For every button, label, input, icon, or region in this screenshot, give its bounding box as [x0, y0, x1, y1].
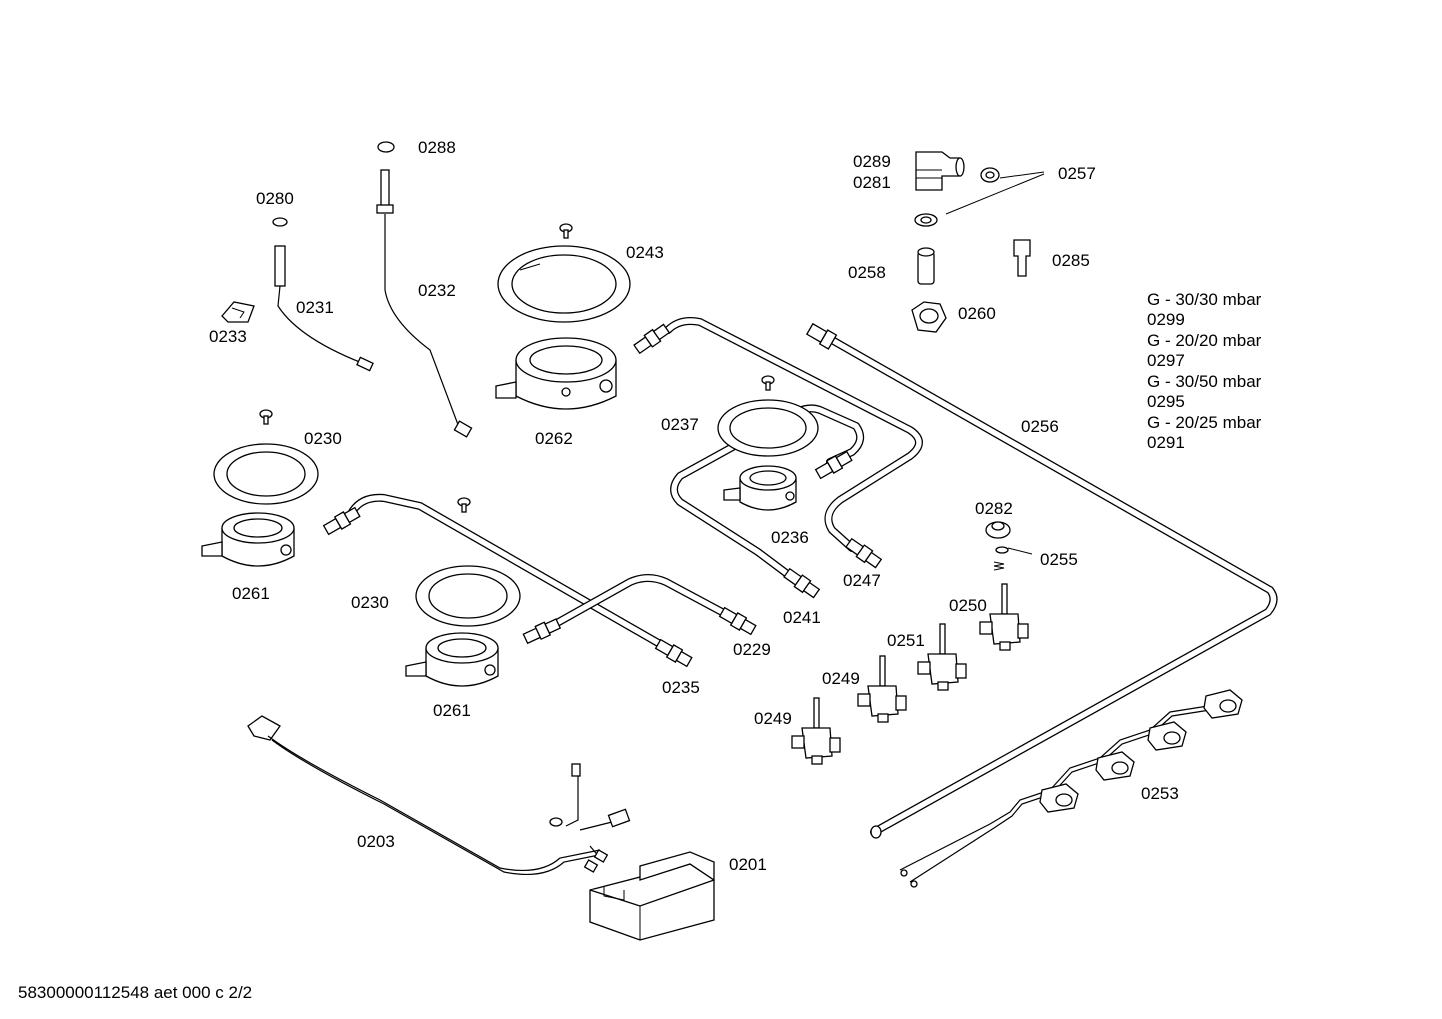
- label-0247: 0247: [843, 571, 881, 590]
- burner-screws: [259, 223, 775, 513]
- document-footer-code: 58300000112548 aet 000 c 2/2: [18, 983, 252, 1002]
- label-0231: 0231: [296, 298, 334, 317]
- label-0235: 0235: [662, 678, 700, 697]
- label-0229: 0229: [733, 640, 771, 659]
- ignition-electrode-0231: [272, 217, 374, 372]
- legend-line: G - 20/25 mbar: [1147, 413, 1262, 432]
- gas-valves: [791, 583, 1029, 765]
- label-0236: 0236: [771, 528, 809, 547]
- spring-0255: [993, 546, 1009, 571]
- label-0282: 0282: [975, 499, 1013, 518]
- label-0249-lower: 0249: [754, 709, 792, 728]
- gas-type-legend: G - 30/30 mbar 0299 G - 20/20 mbar 0297 …: [1147, 290, 1262, 452]
- label-0261-left: 0261: [232, 584, 270, 603]
- label-0230-bottom: 0230: [351, 593, 389, 612]
- leader-lines: [945, 171, 1045, 555]
- label-0251: 0251: [887, 631, 925, 650]
- label-0230-top: 0230: [304, 429, 342, 448]
- hose-adapter-0285: [1013, 239, 1031, 277]
- label-0257: 0257: [1058, 164, 1096, 183]
- legend-line: 0291: [1147, 433, 1185, 452]
- ignition-switch-harness-0253: [899, 689, 1243, 888]
- part-labels: 0288 0280 0231 0233 0232 0243 0262 0230 …: [209, 138, 1179, 874]
- label-0243: 0243: [626, 243, 664, 262]
- label-0253: 0253: [1141, 784, 1179, 803]
- label-0249-upper: 0249: [822, 669, 860, 688]
- label-0258: 0258: [848, 263, 886, 282]
- elbow-connector-0289: [915, 151, 965, 191]
- nut-0260: [911, 301, 947, 333]
- label-0285: 0285: [1052, 251, 1090, 270]
- washers-0257: [914, 167, 1000, 227]
- cap-0282: [985, 521, 1011, 539]
- legend-line: G - 30/50 mbar: [1147, 372, 1262, 391]
- burner-bodies: [201, 337, 797, 687]
- power-cable-0203: [247, 715, 631, 876]
- clip-0233: [221, 301, 255, 323]
- label-0237: 0237: [661, 415, 699, 434]
- label-0232: 0232: [418, 281, 456, 300]
- legend-line: G - 20/20 mbar: [1147, 331, 1262, 350]
- label-0250: 0250: [949, 596, 987, 615]
- label-0280: 0280: [256, 189, 294, 208]
- legend-line: 0297: [1147, 351, 1185, 370]
- pipe-fittings: [322, 322, 883, 839]
- label-0289: 0289: [853, 152, 891, 171]
- label-0262: 0262: [535, 429, 573, 448]
- label-0255: 0255: [1040, 550, 1078, 569]
- label-0281: 0281: [853, 173, 891, 192]
- thermocouple-0232: [376, 141, 473, 438]
- label-0288: 0288: [418, 138, 456, 157]
- legend-line: 0295: [1147, 392, 1185, 411]
- label-0233: 0233: [209, 327, 247, 346]
- label-0203: 0203: [357, 832, 395, 851]
- label-0260: 0260: [958, 304, 996, 323]
- nozzle-0258: [917, 247, 935, 285]
- label-0201: 0201: [729, 855, 767, 874]
- legend-line: G - 30/30 mbar: [1147, 290, 1262, 309]
- legend-line: 0299: [1147, 310, 1185, 329]
- label-0261-centre: 0261: [433, 701, 471, 720]
- burner-rings: [213, 245, 819, 627]
- spark-generator-0201: [589, 851, 715, 941]
- label-0256: 0256: [1021, 417, 1059, 436]
- label-0241: 0241: [783, 608, 821, 627]
